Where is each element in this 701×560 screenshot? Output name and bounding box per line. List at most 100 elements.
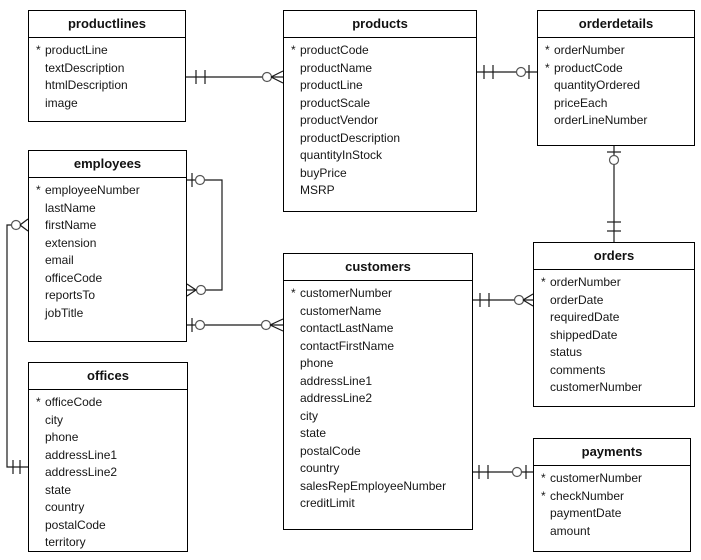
- field-row: productScale: [284, 95, 476, 113]
- field-row: * officeCode: [29, 394, 187, 412]
- field-label: orderNumber: [550, 275, 621, 289]
- table-fields: * officeCode city phone addressLine1 add…: [29, 390, 187, 552]
- field-row: * checkNumber: [534, 488, 690, 506]
- table-fields: * customerNumber customerName contactLas…: [284, 281, 472, 513]
- field-row: htmlDescription: [29, 77, 185, 95]
- field-label: employeeNumber: [45, 183, 140, 197]
- field-label: city: [300, 408, 318, 423]
- field-label: comments: [550, 362, 606, 377]
- field-row: shippedDate: [534, 327, 694, 345]
- entity-table-orders[interactable]: orders * orderNumber orderDate requiredD…: [533, 242, 695, 407]
- field-label: productVendor: [300, 113, 379, 127]
- rel-employees-self: [186, 173, 223, 297]
- entity-table-customers[interactable]: customers * customerNumber customerName …: [283, 253, 473, 530]
- field-label: addressLine2: [45, 465, 118, 479]
- field-row: * productCode: [538, 60, 694, 78]
- field-label: lastName: [45, 200, 96, 215]
- field-label: officeCode: [45, 270, 103, 285]
- pk-marker: *: [36, 395, 41, 409]
- field-row: image: [29, 95, 185, 113]
- field-label: customerNumber: [550, 471, 643, 485]
- field-row: contactFirstName: [284, 338, 472, 356]
- field-label: productDescription: [300, 130, 401, 145]
- field-label: textDescription: [45, 60, 125, 75]
- field-label: paymentDate: [550, 506, 622, 520]
- field-row: textDescription: [29, 60, 185, 78]
- field-label: country: [300, 461, 340, 475]
- field-row: * productLine: [29, 42, 185, 60]
- field-label: jobTitle: [45, 305, 84, 320]
- field-row: productName: [284, 60, 476, 78]
- table-fields: * productLine textDescription htmlDescri…: [29, 38, 185, 112]
- field-row: * customerNumber: [534, 470, 690, 488]
- field-row: state: [29, 482, 187, 500]
- field-label: contactFirstName: [300, 338, 395, 353]
- rel-orderdetails-orders: [607, 146, 621, 242]
- field-label: customerName: [300, 303, 382, 318]
- field-row: * employeeNumber: [29, 182, 186, 200]
- entity-table-offices[interactable]: offices * officeCode city phone addressL…: [28, 362, 188, 552]
- table-fields: * employeeNumber lastName firstName exte…: [29, 178, 186, 322]
- entity-table-payments[interactable]: payments * customerNumber * checkNumber …: [533, 438, 691, 552]
- rel-productlines-products: [186, 70, 284, 84]
- field-label: checkNumber: [550, 488, 625, 503]
- field-label: requiredDate: [550, 310, 620, 324]
- field-label: phone: [45, 430, 79, 444]
- field-row: contactLastName: [284, 320, 472, 338]
- rel-customers-payments: [473, 465, 533, 479]
- field-label: extension: [45, 235, 97, 250]
- field-label: orderLineNumber: [554, 113, 648, 127]
- pk-marker: *: [36, 183, 41, 197]
- table-fields: * orderNumber orderDate requiredDate shi…: [534, 270, 694, 397]
- field-label: priceEach: [554, 95, 608, 110]
- field-row: territory: [29, 534, 187, 552]
- field-label: addressLine1: [300, 373, 373, 388]
- table-fields: * customerNumber * checkNumber paymentDa…: [534, 466, 690, 540]
- table-title: employees: [29, 151, 186, 178]
- pk-marker: *: [541, 471, 546, 485]
- field-row: firstName: [29, 217, 186, 235]
- field-row: status: [534, 344, 694, 362]
- pk-marker: *: [541, 488, 546, 503]
- field-label: country: [45, 500, 85, 514]
- field-label: territory: [45, 535, 86, 549]
- field-row: * orderNumber: [538, 42, 694, 60]
- field-row: customerNumber: [534, 379, 694, 397]
- field-row: quantityOrdered: [538, 77, 694, 95]
- entity-table-products[interactable]: products * productCode productName produ…: [283, 10, 477, 212]
- field-row: productVendor: [284, 112, 476, 130]
- field-row: addressLine2: [284, 390, 472, 408]
- field-label: productLine: [45, 43, 108, 57]
- field-label: city: [45, 412, 63, 427]
- rel-employees-customers: [187, 318, 284, 332]
- field-label: firstName: [45, 218, 97, 232]
- field-row: orderLineNumber: [538, 112, 694, 130]
- entity-table-productlines[interactable]: productlines * productLine textDescripti…: [28, 10, 186, 122]
- field-row: reportsTo: [29, 287, 186, 305]
- field-label: state: [300, 426, 327, 440]
- table-fields: * orderNumber * productCode quantityOrde…: [538, 38, 694, 130]
- field-row: salesRepEmployeeNumber: [284, 478, 472, 496]
- field-row: country: [284, 460, 472, 478]
- field-row: productDescription: [284, 130, 476, 148]
- field-row: postalCode: [284, 443, 472, 461]
- field-label: email: [45, 253, 74, 267]
- field-label: postalCode: [45, 517, 106, 532]
- entity-table-employees[interactable]: employees * employeeNumber lastName firs…: [28, 150, 187, 342]
- field-label: orderNumber: [554, 43, 625, 57]
- field-label: officeCode: [45, 395, 103, 409]
- table-title: productlines: [29, 11, 185, 38]
- field-label: htmlDescription: [45, 78, 128, 92]
- field-label: salesRepEmployeeNumber: [300, 478, 447, 493]
- table-title: products: [284, 11, 476, 38]
- field-label: addressLine1: [45, 447, 118, 462]
- field-row: jobTitle: [29, 305, 186, 323]
- entity-table-orderdetails[interactable]: orderdetails * orderNumber * productCode…: [537, 10, 695, 146]
- field-label: creditLimit: [300, 496, 355, 510]
- field-row: paymentDate: [534, 505, 690, 523]
- field-row: state: [284, 425, 472, 443]
- field-label: MSRP: [300, 183, 335, 197]
- field-label: image: [45, 95, 78, 110]
- field-row: * customerNumber: [284, 285, 472, 303]
